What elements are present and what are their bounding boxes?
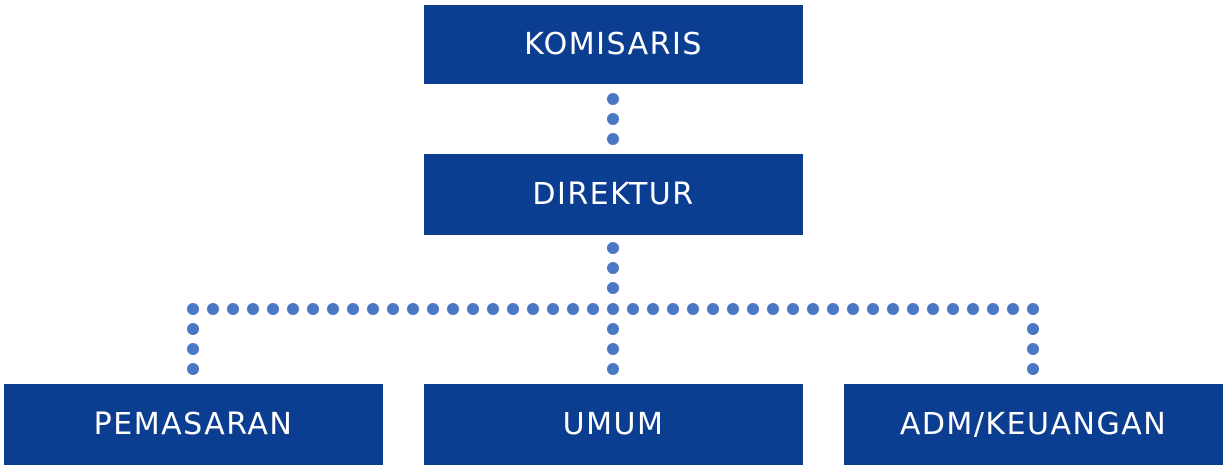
connector-dot: [847, 303, 859, 315]
connector-dot: [527, 303, 539, 315]
connector-dot: [607, 133, 619, 145]
connector-dot: [607, 303, 619, 315]
connector-dot: [607, 343, 619, 355]
connector-dot: [947, 303, 959, 315]
connector-dot: [887, 303, 899, 315]
connector-dot: [1027, 343, 1039, 355]
connector-dot: [687, 303, 699, 315]
connector-dot: [907, 303, 919, 315]
connector-dot: [1027, 363, 1039, 375]
connector-dot: [927, 303, 939, 315]
connector-dot: [447, 303, 459, 315]
connector-dot: [607, 323, 619, 335]
connector-dot: [747, 303, 759, 315]
connector-dot: [467, 303, 479, 315]
connector-dot: [547, 303, 559, 315]
connector-dot: [327, 303, 339, 315]
connector-dot: [187, 303, 199, 315]
connector-dot: [607, 93, 619, 105]
connector-dot: [627, 303, 639, 315]
connector-dot: [367, 303, 379, 315]
connector-dot: [347, 303, 359, 315]
connector-dot: [867, 303, 879, 315]
connector-dot: [267, 303, 279, 315]
connector-dot: [607, 282, 619, 294]
connector-dot: [807, 303, 819, 315]
connector-dot: [987, 303, 999, 315]
connector-dot: [187, 323, 199, 335]
connector-dot: [707, 303, 719, 315]
connector-dot: [667, 303, 679, 315]
connector-dot: [607, 113, 619, 125]
connector-dot: [607, 363, 619, 375]
connector-dot: [827, 303, 839, 315]
connector-dot: [307, 303, 319, 315]
connector-dot: [187, 363, 199, 375]
node-adm-keuangan-label: ADM/KEUANGAN: [899, 407, 1168, 442]
connector-dot: [607, 262, 619, 274]
connector-dot: [1007, 303, 1019, 315]
node-direktur: DIREKTUR: [424, 154, 803, 235]
connector-dot: [507, 303, 519, 315]
node-komisaris-label: KOMISARIS: [524, 27, 703, 62]
node-pemasaran-label: PEMASARAN: [93, 407, 294, 442]
node-umum-label: UMUM: [562, 407, 665, 442]
connector-dot: [767, 303, 779, 315]
connector-dot: [427, 303, 439, 315]
connector-dot: [387, 303, 399, 315]
connector-dot: [787, 303, 799, 315]
connector-dot: [247, 303, 259, 315]
connector-dot: [1027, 323, 1039, 335]
connector-dot: [207, 303, 219, 315]
node-komisaris: KOMISARIS: [424, 5, 803, 84]
connector-dot: [407, 303, 419, 315]
connector-dot: [567, 303, 579, 315]
node-umum: UMUM: [424, 384, 803, 465]
node-adm-keuangan: ADM/KEUANGAN: [844, 384, 1223, 465]
node-direktur-label: DIREKTUR: [532, 177, 695, 212]
connector-dot: [1027, 303, 1039, 315]
connector-dot: [187, 343, 199, 355]
connector-dot: [607, 242, 619, 254]
connector-dot: [587, 303, 599, 315]
connector-dot: [287, 303, 299, 315]
connector-dot: [227, 303, 239, 315]
connector-dot: [727, 303, 739, 315]
connector-dot: [487, 303, 499, 315]
connector-dot: [967, 303, 979, 315]
node-pemasaran: PEMASARAN: [4, 384, 383, 465]
connector-dot: [647, 303, 659, 315]
